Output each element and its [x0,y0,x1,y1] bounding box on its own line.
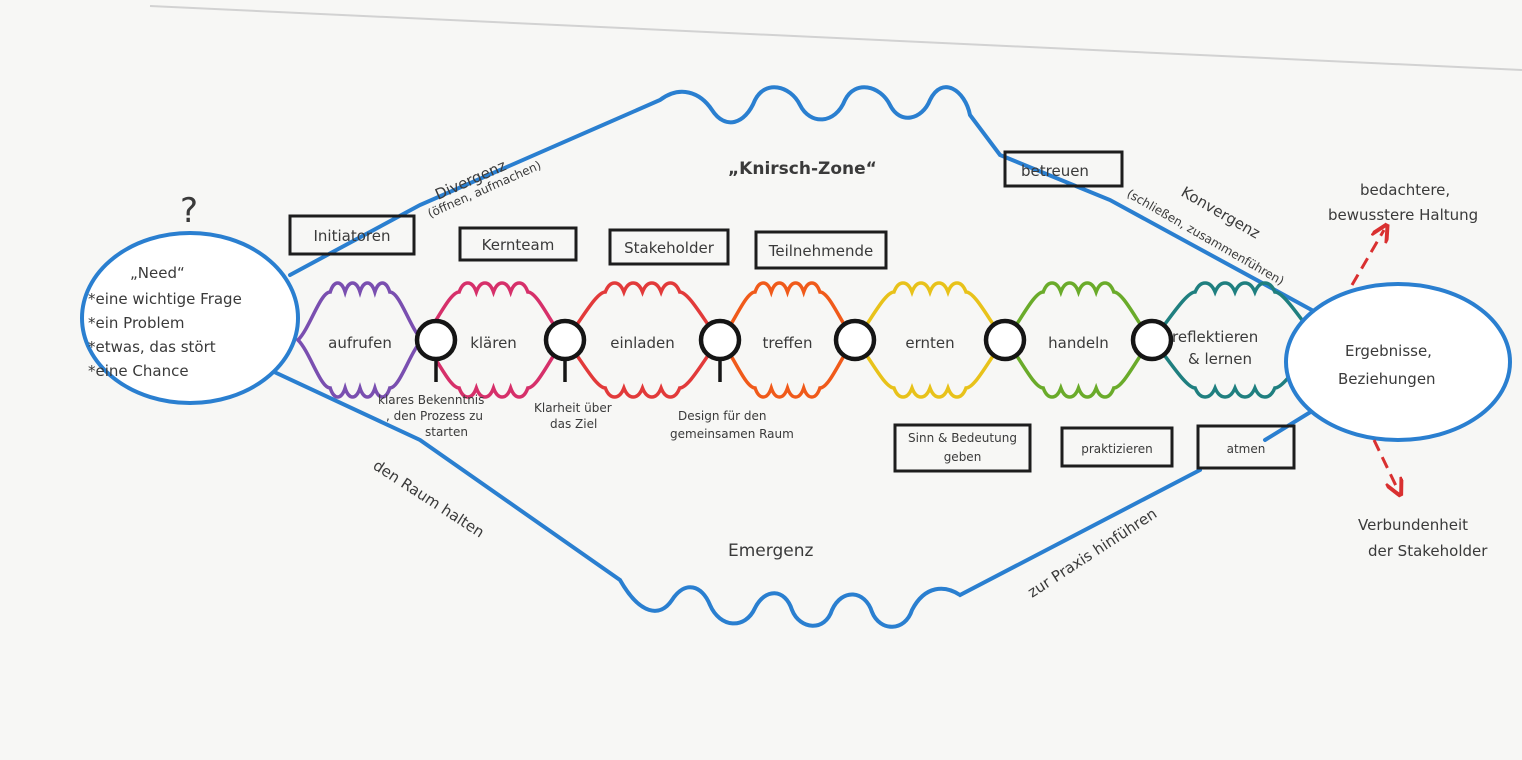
phase-2-role-box [458,226,578,262]
emergenz-label: Emergenz [728,541,813,561]
phase-7-lower-wave [1150,338,1320,399]
arrow-up-right-icon [1350,230,1384,286]
phase-2-label: klären [470,334,517,352]
betreuen-box [1003,150,1124,188]
need-title: „Need“ [130,264,185,282]
need-item-1: *eine wichtige Frage [88,290,242,308]
phase-1-role-box [288,214,416,256]
phase-7-upper-wave [1150,281,1320,342]
phase-4-upper-wave [718,281,857,342]
phase-3-label: einladen [610,334,675,352]
phase-3-role-box [608,228,730,266]
phase-1-role-label: Initiatoren [314,227,391,245]
phase-4-lower-wave [718,338,857,399]
phase-6-label: handeln [1048,334,1109,352]
phase-2-lower-wave [420,338,567,399]
phase-3-upper-wave [563,281,722,342]
phase-5-role-line-1: Sinn & Bedeutung [908,431,1017,445]
phase-5-upper-wave [853,281,1007,342]
phase-7-label-line-1: reflektieren [1172,328,1258,346]
phase-1-lower-wave [296,338,424,399]
phase-6-upper-wave [1003,281,1154,342]
need-ellipse [80,231,300,405]
phase-1-upper-wave [296,281,424,342]
betreuen-label: betreuen [1021,162,1089,180]
phase-joint-4 [833,318,877,362]
arrow-down-right-icon [1372,439,1398,490]
phase-joint-2 [543,318,587,362]
phase-5-role-box [893,423,1032,473]
milestone-3-line-1: Design für den [678,409,766,423]
need-item-4: *eine Chance [88,362,189,380]
knirsch-zone-label: „Knirsch-Zone“ [728,159,877,179]
paper-rule-line [149,5,1522,71]
phase-4-label: treffen [762,334,812,352]
phase-7-role-label: atmen [1227,442,1266,456]
milestone-1-line-2: , den Prozess zu [386,409,483,423]
outcome-bottom-line-2: der Stakeholder [1368,542,1488,560]
outcome-top-line-2: bewusstere Haltung [1328,206,1478,224]
milestone-1-line-3: starten [425,425,468,439]
result-label-line-1: Ergebnisse, [1345,342,1432,360]
phase-6-role-label: praktizieren [1081,442,1153,456]
phase-7-role-box [1196,424,1296,470]
milestone-3-line-2: gemeinsamen Raum [670,427,794,441]
phase-4-role-label: Teilnehmende [768,242,874,260]
phase-joint-5 [983,318,1027,362]
phase-5-lower-wave [853,338,1007,399]
phase-2-upper-wave [420,281,567,342]
phase-6-lower-wave [1003,338,1154,399]
milestone-2-line-1: Klarheit über [534,401,612,415]
phase-7-label-line-2: & lernen [1188,350,1252,368]
phase-2-role-label: Kernteam [482,236,555,254]
bottom-emergence-curve [268,368,1202,629]
milestone-1-line-1: klares Bekenntnis [378,393,484,407]
phase-joint-3 [698,318,742,362]
result-ellipse [1284,282,1512,442]
phase-5-label: ernten [905,334,954,352]
outcome-bottom-line-1: Verbundenheit [1358,516,1468,534]
phase-3-role-label: Stakeholder [624,239,715,257]
question-mark-icon: ? [180,191,198,231]
phase-joint-1 [414,318,458,362]
phase-5-role-line-2: geben [944,450,982,464]
phase-3-lower-wave [563,338,722,399]
phase-1-label: aufrufen [328,334,392,352]
outcome-top-line-1: bedachtere, [1360,181,1450,199]
top-divergence-convergence-curve [288,85,1332,322]
phase-lenses: aufrufen Initiatoren klären Kernteam einlade… [288,214,1320,473]
need-item-2: *ein Problem [88,314,185,332]
milestone-2-line-2: das Ziel [550,417,597,431]
result-label-line-2: Beziehungen [1338,370,1436,388]
phase-4-role-box [754,230,888,270]
need-item-3: *etwas, das stört [88,338,216,356]
phase-6-role-box [1060,426,1174,468]
phase-joint-6 [1130,318,1174,362]
